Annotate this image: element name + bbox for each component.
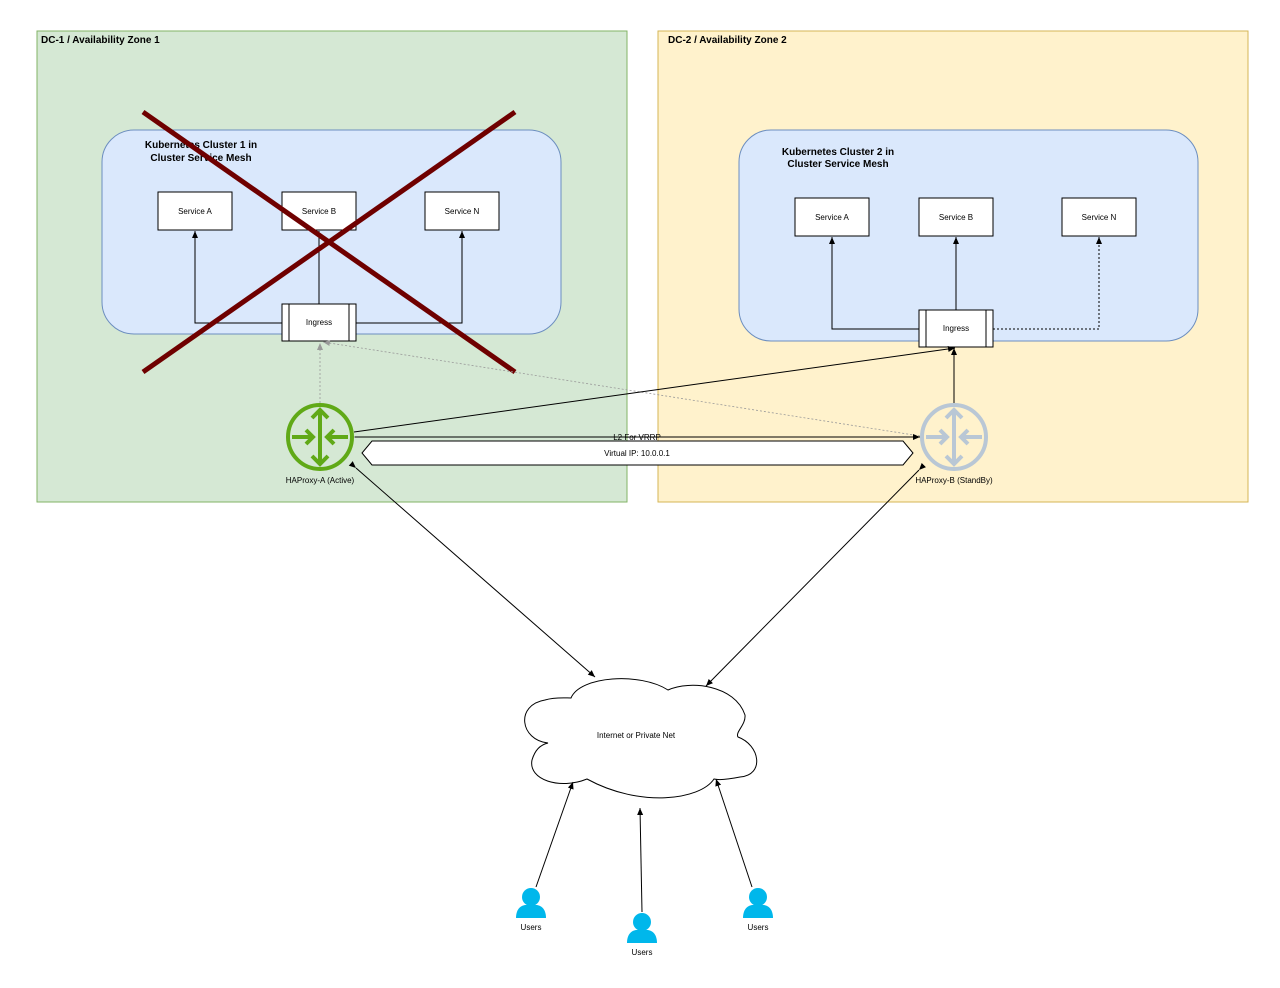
user-icon: [627, 913, 657, 943]
zone-dc2-label: DC-2 / Availability Zone 2: [668, 35, 787, 46]
cluster-2-ingress-label: Ingress: [943, 324, 969, 333]
cluster-1-service-n: [424, 191, 500, 231]
cluster-1-service-a: [157, 191, 233, 231]
router-icon: [920, 403, 988, 471]
cloud-label: Internet or Private Net: [597, 731, 676, 740]
failure-cross-icon: [141, 109, 517, 375]
user-3-label: Users: [748, 923, 769, 932]
vrrp-label: L2 For VRRP: [613, 433, 661, 442]
cluster-1-service-n-label: Service N: [445, 207, 480, 216]
cluster-2-service-n: [1061, 197, 1137, 237]
cluster-2-service-n-label: Service N: [1082, 213, 1117, 222]
cloud-network: Internet or Private Net: [524, 678, 758, 799]
cluster-2-title-line2: Cluster Service Mesh: [787, 159, 888, 170]
user-icon: [743, 888, 773, 918]
cluster-1-service-a-label: Service A: [178, 207, 212, 216]
cluster-1-ingress-label: Ingress: [306, 318, 332, 327]
virtual-ip-banner: Virtual IP: 10.0.0.1: [361, 440, 914, 466]
cluster-1-title-line2: Cluster Service Mesh: [150, 153, 251, 164]
cluster-2-service-b-label: Service B: [939, 213, 973, 222]
cluster-2-service-a-label: Service A: [815, 213, 849, 222]
cluster-2-service-a: [794, 197, 870, 237]
haproxy-a-label: HAProxy-A (Active): [286, 476, 355, 485]
haproxy-b: HAProxy-B (StandBy): [915, 403, 993, 485]
cluster-1-title-line1: Kubernetes Cluster 1 in: [145, 140, 257, 151]
user-1: Users: [516, 888, 546, 932]
user-2-label: Users: [632, 948, 653, 957]
cluster-2-title-line1: Kubernetes Cluster 2 in: [782, 147, 894, 158]
cluster-2: Kubernetes Cluster 2 in Cluster Service …: [738, 129, 1199, 348]
user-3: Users: [743, 888, 773, 932]
cluster-1-service-b-label: Service B: [302, 207, 336, 216]
haproxy-a: HAProxy-A (Active): [286, 403, 355, 485]
user-2: Users: [627, 913, 657, 957]
cluster-1: Kubernetes Cluster 1 in Cluster Service …: [101, 129, 562, 342]
cluster-1-ingress: [281, 303, 357, 342]
cluster-2-service-b: [918, 197, 994, 237]
cluster-2-ingress: [918, 309, 994, 348]
user-icon: [516, 888, 546, 918]
zone-dc1-label: DC-1 / Availability Zone 1: [41, 35, 160, 46]
router-icon: [286, 403, 354, 471]
haproxy-b-label: HAProxy-B (StandBy): [915, 476, 993, 485]
virtual-ip-label: Virtual IP: 10.0.0.1: [604, 449, 670, 458]
user-1-label: Users: [521, 923, 542, 932]
